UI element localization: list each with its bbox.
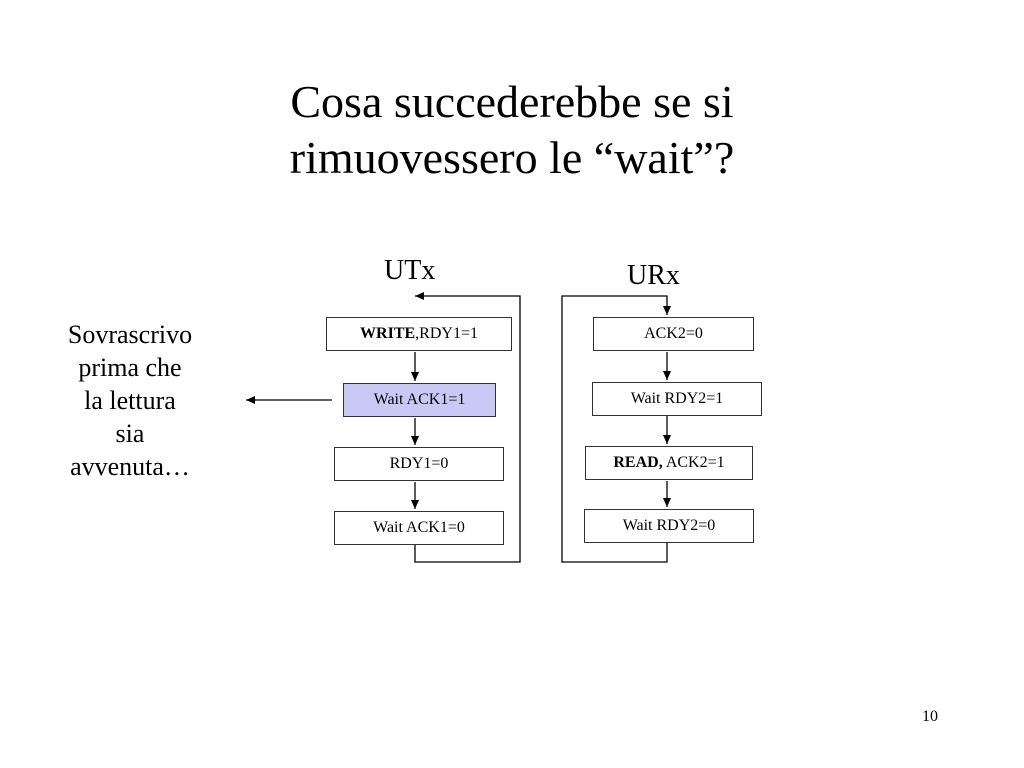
- urx-step-ack2-0-text: ACK2=0: [644, 325, 703, 342]
- utx-step-write-bold: WRITE: [360, 325, 416, 342]
- urx-step-wait-rdy2-1: Wait RDY2=1: [592, 382, 762, 416]
- urx-step-wait-rdy2-0-text: Wait RDY2=0: [622, 517, 716, 534]
- utx-step-rdy1-0-text: RDY1=0: [389, 455, 449, 472]
- title-line-1: Cosa succederebbe se si: [290, 76, 734, 127]
- urx-step-read-bold: READ,: [613, 454, 663, 471]
- urx-step-ack2-0: ACK2=0: [593, 317, 754, 351]
- side-note-line: prima che: [78, 353, 182, 382]
- utx-step-wait-ack1-0: Wait ACK1=0: [334, 511, 504, 545]
- utx-loop-line: [414, 292, 521, 563]
- title-line-2: rimuovessero le “wait”?: [289, 132, 735, 183]
- urx-loop-line: [561, 295, 671, 563]
- utx-step-wait-ack1-1-text: Wait ACK1=1: [373, 391, 466, 408]
- utx-step-wait-ack1-0-text: Wait ACK1=0: [373, 519, 465, 536]
- side-note-line: Sovrascrivo: [67, 320, 193, 349]
- utx-label: UTx: [384, 255, 436, 286]
- utx-step-write-text: ,RDY1=1: [415, 325, 478, 342]
- urx-step-read-text: ACK2=1: [662, 454, 725, 471]
- slide-title: Cosa succederebbe se si rimuovessero le …: [0, 74, 1024, 186]
- utx-step-rdy1-0: RDY1=0: [334, 447, 504, 481]
- utx-step-write: WRITE,RDY1=1: [326, 317, 512, 351]
- urx-step-read: READ, ACK2=1: [585, 446, 753, 480]
- side-note: Sovrascrivo prima che la lettura sia avv…: [36, 318, 224, 483]
- page-number: 10: [922, 708, 938, 725]
- utx-step-wait-ack1-1: Wait ACK1=1: [343, 383, 496, 417]
- side-note-line: sia: [115, 419, 145, 448]
- side-note-line: la lettura: [84, 386, 176, 415]
- urx-step-wait-rdy2-0: Wait RDY2=0: [584, 509, 754, 543]
- urx-step-wait-rdy2-1-text: Wait RDY2=1: [630, 390, 724, 407]
- side-note-line: avvenuta…: [70, 452, 190, 481]
- urx-label: URx: [627, 260, 680, 291]
